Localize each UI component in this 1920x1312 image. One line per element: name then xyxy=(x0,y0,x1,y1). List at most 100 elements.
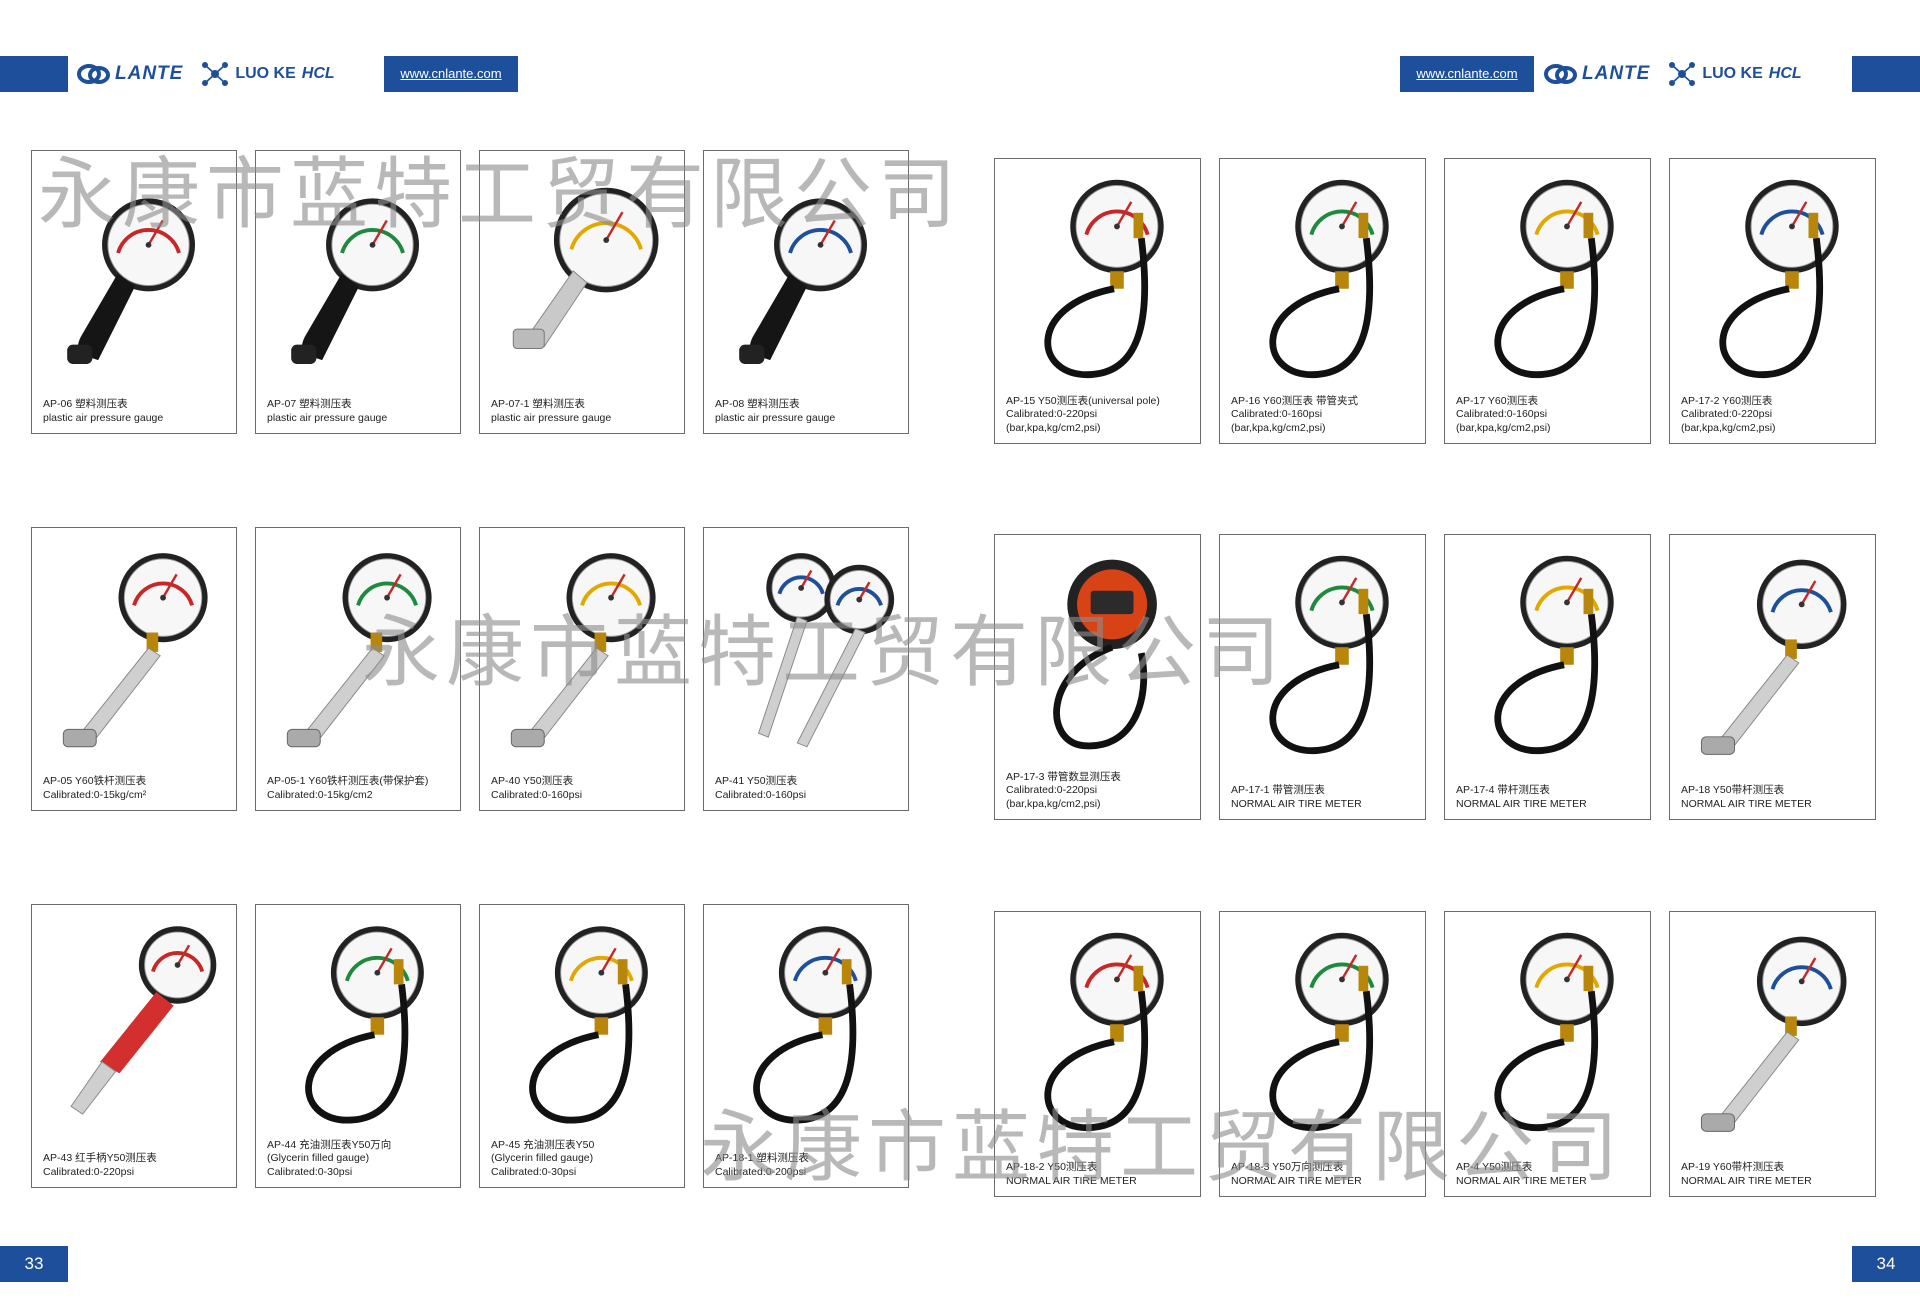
hose-gauge-icon xyxy=(1494,932,1614,1131)
product-photo xyxy=(266,159,450,384)
product-code: AP-41 Y50测压表 xyxy=(715,775,798,787)
product-spec: Calibrated:0-15kg/cm2 xyxy=(267,788,373,801)
header-bar-right xyxy=(1852,56,1920,92)
product-spec: NORMAL AIR TIRE METER xyxy=(1456,797,1587,810)
hose-gauge-icon xyxy=(1269,555,1389,754)
product-code: AP-08 塑料测压表 xyxy=(715,398,800,410)
product-spec: (bar,kpa,kg/cm2,psi) xyxy=(1681,421,1776,434)
product-photo xyxy=(1005,543,1190,768)
product-photo xyxy=(266,536,450,761)
product-code: AP-16 Y60测压表 带管夹式 xyxy=(1231,394,1359,407)
left-page: LANTE LUO KE HCL www.cnlante.com AP-06 塑… xyxy=(0,56,909,1282)
product-photo xyxy=(1005,920,1190,1145)
product-photo xyxy=(42,913,226,1138)
website-link-right[interactable]: www.cnlante.com xyxy=(1400,56,1534,92)
product-photo xyxy=(490,159,674,384)
stick-gauge-icon xyxy=(286,553,432,748)
product-spec: Calibrated:0-30psi xyxy=(267,1165,353,1178)
stick-gauge-icon xyxy=(1700,559,1847,755)
product-code: AP-17 Y60测压表 xyxy=(1456,394,1539,407)
product-code: AP-07 塑料测压表 xyxy=(267,398,352,410)
hose-gauge-icon xyxy=(1269,179,1389,378)
product-spec: (Glycerin filled gauge) xyxy=(491,1152,594,1164)
lante-logo: LANTE xyxy=(77,62,183,86)
product-spec: plastic air pressure gauge xyxy=(267,411,388,424)
product-code: AP-19 Y60带杆测压表 xyxy=(1681,1161,1785,1173)
hose-gauge-icon xyxy=(305,926,424,1124)
product-photo xyxy=(1680,543,1865,768)
product-photo xyxy=(1455,167,1640,392)
product-photo xyxy=(266,913,450,1138)
brand-logos-right: LANTE LUO KE HCL xyxy=(1544,56,1802,92)
hose-gauge-icon xyxy=(753,926,872,1124)
product-code: AP-05 Y60铁杆测压表 xyxy=(43,775,147,787)
product-spec: (Glycerin filled gauge) xyxy=(267,1152,370,1164)
dial-gauge-chrome-handle-icon xyxy=(512,187,659,349)
lante-logo: LANTE xyxy=(1544,62,1650,86)
product-spec: Calibrated:0-160psi xyxy=(1456,408,1548,420)
hose-gauge-icon xyxy=(1044,932,1164,1131)
product-spec: NORMAL AIR TIRE METER xyxy=(1231,1174,1362,1187)
product-spec: (bar,kpa,kg/cm2,psi) xyxy=(1006,421,1101,434)
page-number-right: 34 xyxy=(1852,1246,1920,1282)
product-code: AP-40 Y50测压表 xyxy=(491,775,574,787)
hose-gauge-icon xyxy=(1494,179,1614,378)
product-spec: NORMAL AIR TIRE METER xyxy=(1231,797,1362,810)
product-photo xyxy=(1455,920,1640,1145)
hose-gauge-icon xyxy=(529,926,648,1124)
product-code: AP-43 红手柄Y50测压表 xyxy=(43,1152,157,1164)
product-spec: plastic air pressure gauge xyxy=(715,411,836,424)
page-number-left: 33 xyxy=(0,1246,68,1282)
hose-gauge-icon xyxy=(1269,932,1389,1131)
product-spec: Calibrated:0-220psi xyxy=(43,1165,135,1178)
product-code: AP-44 充油测压表Y50万向 xyxy=(267,1138,392,1151)
product-spec: Calibrated:0-220psi xyxy=(1006,784,1098,796)
product-photo xyxy=(714,159,898,384)
product-code: AP-15 Y50测压表(universal pole) xyxy=(1006,394,1160,407)
product-spec: Calibrated:0-15kg/cm² xyxy=(43,788,147,801)
product-code: AP-17-4 带杆测压表 xyxy=(1456,784,1550,796)
product-spec: plastic air pressure gauge xyxy=(491,411,612,424)
product-spec: (bar,kpa,kg/cm2,psi) xyxy=(1231,421,1326,434)
website-link[interactable]: www.cnlante.com xyxy=(384,56,518,92)
product-code: AP-45 充油测压表Y50 xyxy=(491,1138,595,1151)
digital-gauge-icon xyxy=(1053,559,1157,750)
product-code: AP-18 Y50带杆测压表 xyxy=(1681,784,1785,796)
stick-gauge-icon xyxy=(1700,936,1847,1132)
product-photo xyxy=(490,536,674,761)
product-spec: (bar,kpa,kg/cm2,psi) xyxy=(1006,797,1101,810)
product-spec: NORMAL AIR TIRE METER xyxy=(1456,1174,1587,1187)
hose-gauge-icon xyxy=(1494,555,1614,754)
product-caption: AP-05-1 Y60铁杆测压表(带保护套)Calibrated:0-15kg/… xyxy=(267,775,454,802)
stick-gauge-icon xyxy=(62,553,208,748)
product-code: AP-07-1 塑料测压表 xyxy=(491,398,585,410)
product-code: AP-18-1 塑料测压表 xyxy=(715,1152,809,1164)
product-spec: Calibrated:0-160psi xyxy=(1231,408,1323,420)
twin-stick-gauge-icon xyxy=(757,553,895,748)
product-photo xyxy=(1230,543,1415,768)
product-spec: NORMAL AIR TIRE METER xyxy=(1681,1174,1812,1187)
